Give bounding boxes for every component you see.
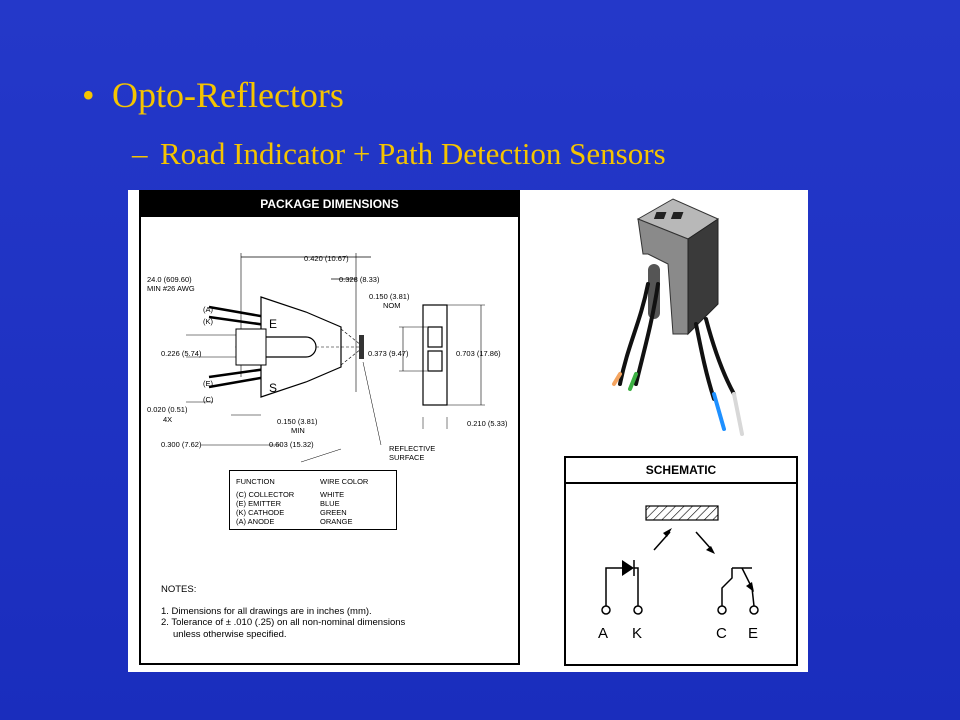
- function-column: FUNCTION (C) COLLECTOR (E) EMITTER (K) C…: [236, 477, 294, 526]
- pin-label: (A): [203, 305, 213, 314]
- pin-e-label: E: [748, 625, 759, 642]
- dim-label: 0.150 (3.81): [277, 417, 318, 426]
- dim-label: 24.0 (609.60): [147, 275, 192, 284]
- pin-c-label: C: [716, 625, 727, 642]
- schematic-title: SCHEMATIC: [566, 458, 796, 484]
- datasheet-image: PACKAGE DIMENSIONS: [128, 190, 808, 672]
- note-item: unless otherwise specified.: [173, 628, 287, 640]
- notes-section: NOTES: 1. Dimensions for all drawings ar…: [161, 584, 405, 640]
- schematic-panel: SCHEMATIC: [564, 456, 798, 666]
- function-table: FUNCTION (C) COLLECTOR (E) EMITTER (K) C…: [229, 470, 397, 530]
- schematic-drawing: [601, 505, 759, 615]
- dash-icon: –: [132, 136, 148, 171]
- function-cell: (K) CATHODE: [236, 508, 285, 517]
- dim-label: MIN #26 AWG: [147, 284, 195, 293]
- dim-label: 0.420 (10.67): [304, 254, 349, 263]
- sensor-photo: [612, 198, 744, 436]
- function-cell: (C) COLLECTOR: [236, 490, 295, 499]
- function-header: FUNCTION: [236, 477, 275, 486]
- pin-k-label: K: [632, 625, 643, 642]
- package-drawing: [186, 253, 485, 463]
- dim-label: 4X: [163, 415, 173, 424]
- pin-label: (E): [203, 379, 213, 388]
- wire-color-cell: BLUE: [320, 499, 340, 508]
- function-cell: (E) EMITTER: [236, 499, 281, 508]
- package-dimensions-panel: PACKAGE DIMENSIONS: [139, 190, 520, 665]
- pin-mark: E: [269, 317, 278, 331]
- pin-label: (K): [203, 317, 213, 326]
- pin-label: (C): [203, 395, 214, 404]
- dim-label: NOM: [383, 301, 401, 310]
- dim-label: 0.020 (0.51): [147, 405, 188, 414]
- dim-label: 0.603 (15.32): [269, 440, 314, 449]
- dim-label: 0.328 (8.33): [339, 275, 380, 284]
- wire-color-column: WIRE COLOR WHITE BLUE GREEN ORANGE: [320, 477, 368, 526]
- function-cell: (A) ANODE: [236, 517, 275, 526]
- wire-color-cell: ORANGE: [320, 517, 353, 526]
- wire-color-header: WIRE COLOR: [320, 477, 369, 486]
- dim-label: SURFACE: [389, 453, 425, 462]
- sub-bullet-text: Road Indicator + Path Detection Sensors: [160, 136, 666, 171]
- dim-label: MIN: [291, 426, 305, 435]
- wire-color-cell: WHITE: [320, 490, 345, 499]
- bullet-item: • Opto-Reflectors: [82, 74, 344, 116]
- bullet-dot-icon: •: [82, 75, 95, 115]
- wire-color-cell: GREEN: [320, 508, 347, 517]
- dim-label: REFLECTIVE: [389, 444, 436, 453]
- dim-label: 0.300 (7.62): [161, 440, 202, 449]
- notes-heading: NOTES:: [161, 584, 197, 595]
- dim-label: 0.703 (17.86): [456, 349, 501, 358]
- package-dimensions-title: PACKAGE DIMENSIONS: [141, 192, 518, 217]
- pin-mark: S: [269, 381, 278, 395]
- dim-label: 0.210 (5.33): [467, 419, 508, 428]
- note-item: 2. Tolerance of ± .010 (.25) on all non-…: [161, 617, 406, 628]
- sub-bullet-item: –Road Indicator + Path Detection Sensors: [132, 136, 666, 172]
- bullet-text: Opto-Reflectors: [112, 75, 344, 115]
- dim-label: 0.150 (3.81): [369, 292, 410, 301]
- note-item: 1. Dimensions for all drawings are in in…: [161, 605, 372, 617]
- pin-a-label: A: [598, 625, 609, 642]
- dim-label: 0.373 (9.47): [368, 349, 409, 358]
- dim-label: 0.226 (5.74): [161, 349, 202, 358]
